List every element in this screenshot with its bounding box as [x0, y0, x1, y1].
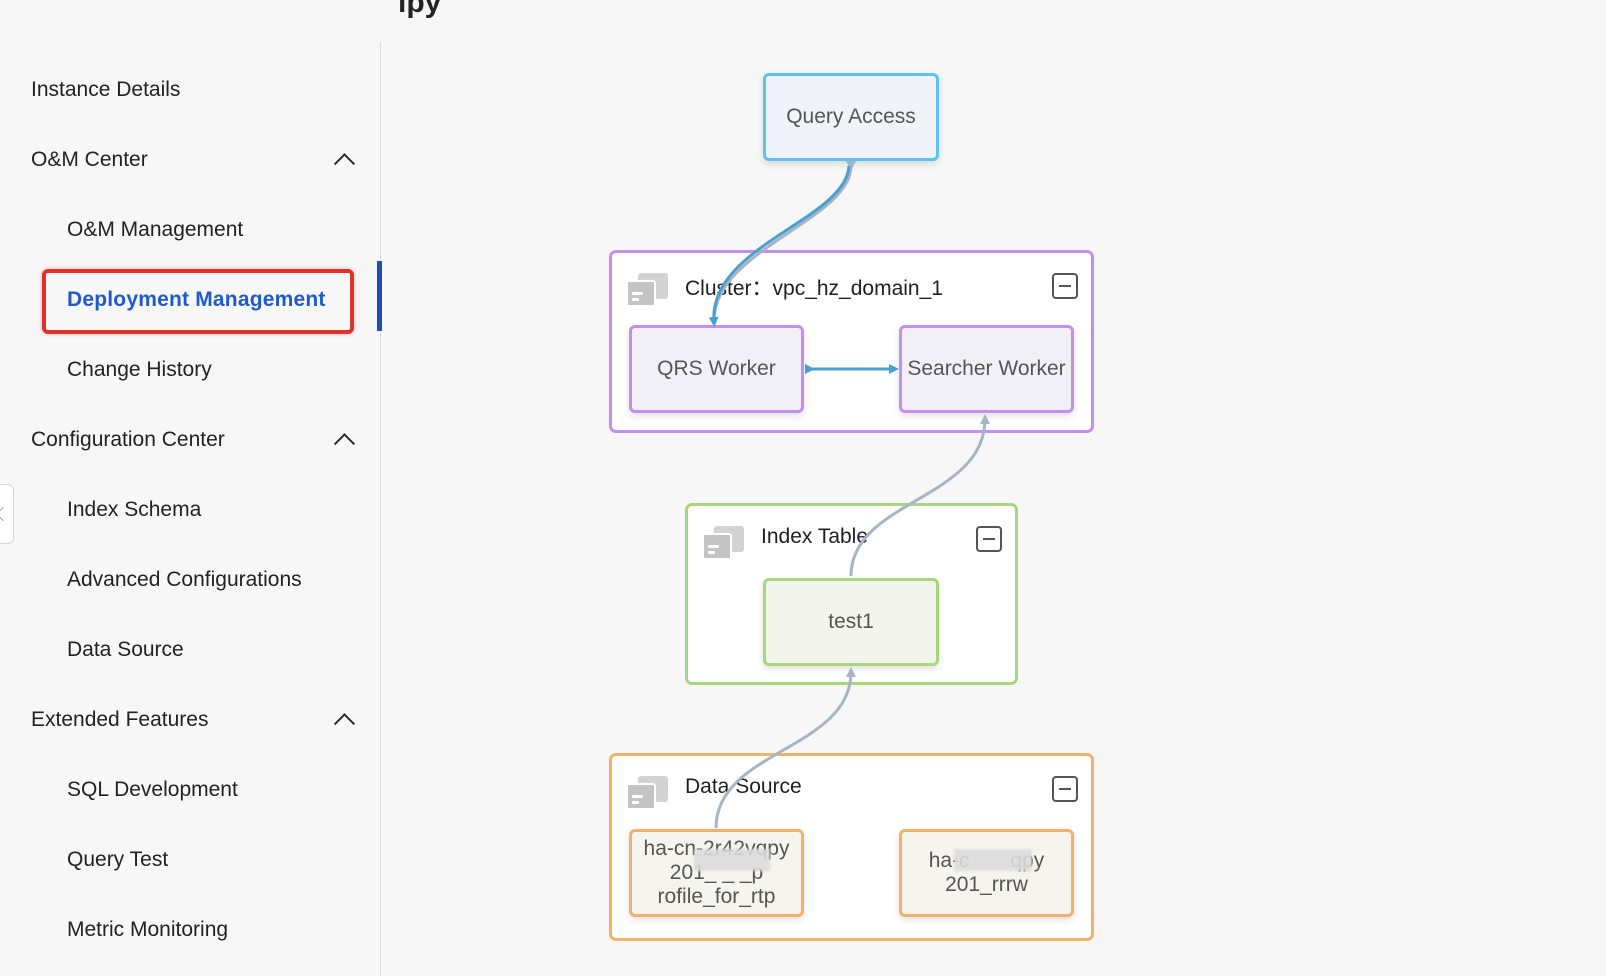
sidebar-item-label: Query Test	[67, 848, 169, 871]
collapse-minus-icon[interactable]	[1052, 273, 1078, 299]
index-table-test1-node[interactable]: test1	[763, 578, 939, 666]
sidebar-item-label: Advanced Configurations	[67, 568, 302, 591]
sidebar-item-label: Extended Features	[31, 708, 209, 731]
sidebar-item-index-schema[interactable]: Index Schema	[0, 478, 380, 542]
page-title: ıpy	[398, 0, 442, 19]
chevron-up-icon[interactable]	[333, 433, 356, 455]
index-table-group-title: Index Table	[761, 525, 869, 548]
sidebar-group-extended-features[interactable]: Extended Features	[0, 688, 380, 752]
node-label: ha-cn-2r42vqpy 201_ _ _p rofile_for_rtp	[644, 837, 790, 908]
searcher-worker-node[interactable]: Searcher Worker	[899, 325, 1074, 413]
data-source-node-1[interactable]: ha-cn-2r42vqpy 201_ _ _p rofile_for_rtp	[629, 829, 804, 917]
sidebar-group-om-center[interactable]: O&M Center	[0, 128, 380, 192]
collapse-minus-icon[interactable]	[1052, 776, 1078, 802]
node-label: Query Access	[786, 105, 916, 128]
sidebar-item-label: Configuration Center	[31, 428, 225, 451]
sidebar-item-query-test[interactable]: Query Test	[0, 828, 380, 892]
active-indicator	[377, 261, 382, 331]
server-stack-icon	[702, 526, 744, 560]
edge-test1-to-searcher	[849, 414, 990, 577]
edge-query-to-qrs	[712, 160, 857, 323]
annotation-highlight-box	[42, 269, 354, 334]
sidebar-item-change-history[interactable]: Change History	[0, 338, 380, 402]
sidebar-item-label: Change History	[67, 358, 212, 381]
collapse-minus-icon[interactable]	[976, 526, 1002, 552]
sidebar-item-advanced-configurations[interactable]: Advanced Configurations	[0, 548, 380, 612]
sidebar-item-label: O&M Management	[67, 218, 244, 241]
sidebar-item-sql-development[interactable]: SQL Development	[0, 758, 380, 822]
sidebar-nav: Instance Details O&M Center O&M Manageme…	[0, 42, 381, 976]
redaction-blur	[694, 849, 770, 871]
sidebar-item-label: Instance Details	[31, 78, 181, 101]
node-label: Searcher Worker	[907, 357, 1066, 380]
sidebar-item-label: SQL Development	[67, 778, 238, 801]
server-stack-icon	[626, 273, 668, 307]
sidebar-item-instance-details[interactable]: Instance Details	[0, 58, 380, 122]
qrs-worker-node[interactable]: QRS Worker	[629, 325, 804, 413]
node-label: QRS Worker	[657, 357, 776, 380]
node-label: test1	[828, 610, 874, 633]
query-access-node[interactable]: Query Access	[763, 73, 939, 161]
sidebar-item-deployment-management[interactable]: Deployment Management	[0, 268, 380, 332]
data-source-node-2[interactable]: ha-c qpy 201_rrrw	[899, 829, 1074, 917]
chevron-up-icon[interactable]	[333, 153, 356, 175]
sidebar-item-label: Deployment Management	[67, 288, 326, 311]
server-stack-icon	[626, 776, 668, 810]
sidebar-item-label: Index Schema	[67, 498, 202, 521]
data-source-group-title: Data Source	[685, 775, 802, 798]
sidebar-item-data-source[interactable]: Data Source	[0, 618, 380, 682]
edge-source-to-test1	[714, 667, 856, 829]
sidebar-item-om-management[interactable]: O&M Management	[0, 198, 380, 262]
sidebar-item-metric-monitoring[interactable]: Metric Monitoring	[0, 898, 380, 962]
sidebar-item-label: O&M Center	[31, 148, 148, 171]
cluster-group-title: Cluster：vpc_hz_domain_1	[685, 277, 943, 300]
redaction-blur	[954, 849, 1032, 871]
chevron-up-icon[interactable]	[333, 713, 356, 735]
edge-qrs-to-query	[708, 165, 851, 327]
sidebar-item-label: Data Source	[67, 638, 184, 661]
sidebar-collapse-handle[interactable]	[0, 484, 14, 544]
sidebar-item-label: Metric Monitoring	[67, 918, 229, 941]
sidebar-group-configuration-center[interactable]: Configuration Center	[0, 408, 380, 472]
